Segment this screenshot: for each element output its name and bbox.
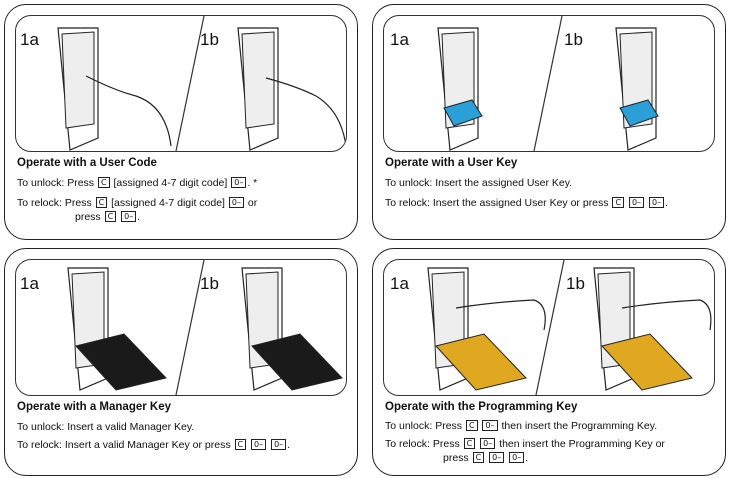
c-key-icon: C	[104, 211, 117, 222]
panel-user-code: 1a 1b Operate with a User Code To unlock…	[4, 4, 358, 240]
lock-key-icon: 0–	[482, 420, 498, 431]
lock-keypad-icon	[615, 27, 657, 151]
hand-icon	[455, 299, 712, 331]
lock-key-icon: 0–	[648, 197, 665, 208]
c-key-icon: C	[472, 452, 485, 463]
c-key-icon: C	[463, 438, 476, 449]
lock-key-icon: 0–	[231, 177, 247, 188]
illustration-programming-key	[427, 260, 712, 395]
unlock-instruction: To unlock: Insert the assigned User Key.	[385, 177, 573, 189]
lock-key-icon: 0–	[121, 211, 137, 222]
figure-programming-key: 1a 1b	[383, 259, 715, 396]
step-label-1b: 1b	[566, 274, 585, 293]
panel-title: Operate with a User Code	[17, 157, 157, 169]
step-label-1b: 1b	[564, 30, 583, 49]
programming-key-icon	[435, 333, 693, 391]
relock-instruction-cont: press C 0– 0–.	[443, 452, 529, 464]
step-label-1b: 1b	[200, 30, 219, 49]
panel-manager-key: 1a 1b Operate with a Manager Key To unlo…	[4, 248, 358, 476]
step-label-1a: 1a	[390, 30, 409, 49]
panel-title: Operate with the Programming Key	[385, 401, 578, 413]
lock-key-icon: 0–	[509, 452, 525, 463]
panel-programming-key: 1a 1b Operate with the Programming Key T…	[372, 248, 726, 476]
user-key-icon	[443, 99, 659, 127]
illustration-user-key	[437, 16, 659, 151]
relock-instruction: To relock: Insert a valid Manager Key or…	[17, 439, 291, 451]
unlock-instruction: To unlock: Press C [assigned 4-7 digit c…	[17, 177, 258, 189]
step-label-1a: 1a	[20, 30, 39, 49]
lock-key-icon: 0–	[480, 438, 496, 449]
manager-key-icon	[75, 333, 343, 391]
figure-user-key: 1a 1b	[383, 15, 715, 152]
step-label-1a: 1a	[20, 274, 39, 293]
c-key-icon: C	[95, 197, 108, 208]
figure-user-code: 1a 1b	[15, 15, 347, 152]
panel-user-key: 1a 1b Operate with a User Key To unlock:…	[372, 4, 726, 240]
unlock-instruction: To unlock: Insert a valid Manager Key.	[17, 421, 195, 433]
relock-instruction: To relock: Press C [assigned 4-7 digit c…	[17, 197, 258, 209]
hand-icon	[85, 75, 346, 147]
panel-title: Operate with a Manager Key	[17, 401, 172, 413]
step-label-1b: 1b	[200, 274, 219, 293]
lock-key-icon: 0–	[628, 197, 645, 208]
lock-keypad-icon	[437, 27, 479, 151]
lock-keypad-icon	[57, 27, 99, 151]
c-key-icon: C	[97, 177, 110, 188]
relock-instruction: To relock: Press C 0– then insert the Pr…	[385, 438, 665, 450]
c-key-icon: C	[612, 197, 625, 208]
panel-title: Operate with a User Key	[385, 157, 518, 169]
lock-key-icon: 0–	[251, 439, 267, 450]
unlock-instruction: To unlock: Press C 0– then insert the Pr…	[385, 420, 658, 432]
c-key-icon: C	[465, 420, 478, 431]
relock-instruction: To relock: Insert the assigned User Key …	[385, 197, 668, 209]
lock-keypad-icon	[237, 27, 279, 151]
illustration-user-code	[57, 16, 346, 151]
lock-key-icon: 0–	[271, 439, 287, 450]
step-label-1a: 1a	[390, 274, 409, 293]
illustration-manager-key	[67, 260, 343, 395]
figure-manager-key: 1a 1b	[15, 259, 347, 396]
lock-key-icon: 0–	[228, 197, 244, 208]
c-key-icon: C	[234, 439, 247, 450]
lock-key-icon: 0–	[489, 452, 505, 463]
relock-instruction-cont: press C 0–.	[75, 211, 141, 223]
